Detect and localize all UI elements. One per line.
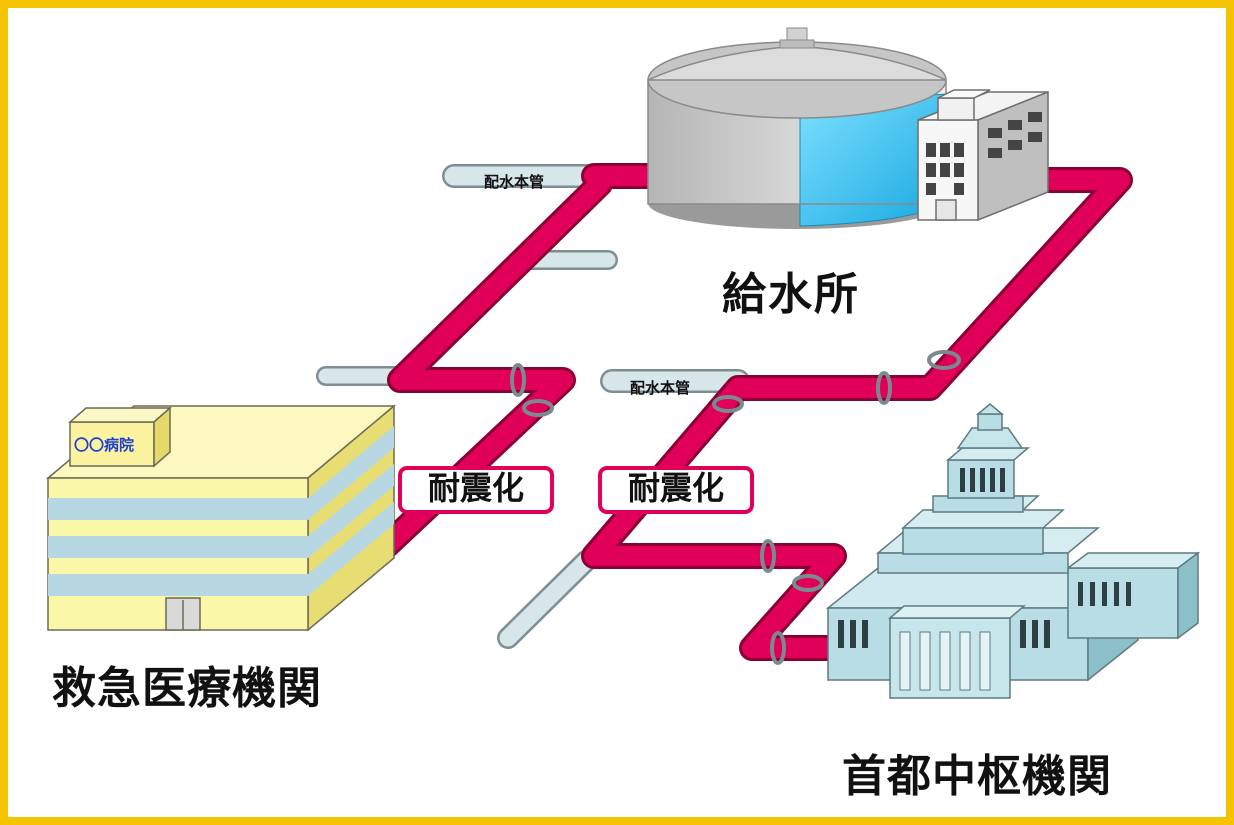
joint-ring xyxy=(792,574,824,592)
supply-station-label: 給水所 xyxy=(722,269,860,320)
capital-center-label: 首都中枢機関 xyxy=(842,751,1112,802)
joint-ring xyxy=(770,631,786,665)
pipe-label-top: 配水本管 xyxy=(484,173,545,191)
seismic-badge-right: 耐震化 xyxy=(598,466,754,514)
hospital-building xyxy=(45,404,397,632)
branch-pipe-diagonal xyxy=(497,550,597,649)
joint-ring xyxy=(927,350,961,370)
seismic-badge-left: 耐震化 xyxy=(398,466,554,514)
joint-ring xyxy=(760,539,776,573)
capitol-building xyxy=(825,403,1201,699)
joint-ring xyxy=(510,363,526,397)
hospital-sign: 〇〇病院 xyxy=(74,436,135,454)
pump-building xyxy=(917,89,1049,222)
water-tank xyxy=(647,27,947,229)
branch-pipes xyxy=(316,164,750,649)
emergency-hospital-label: 救急医療機関 xyxy=(52,663,322,714)
joint-ring xyxy=(876,371,892,405)
joint-ring xyxy=(712,395,744,413)
pipe-label-middle: 配水本管 xyxy=(630,379,691,397)
pipe-joints xyxy=(510,350,961,665)
joint-ring xyxy=(522,399,554,417)
